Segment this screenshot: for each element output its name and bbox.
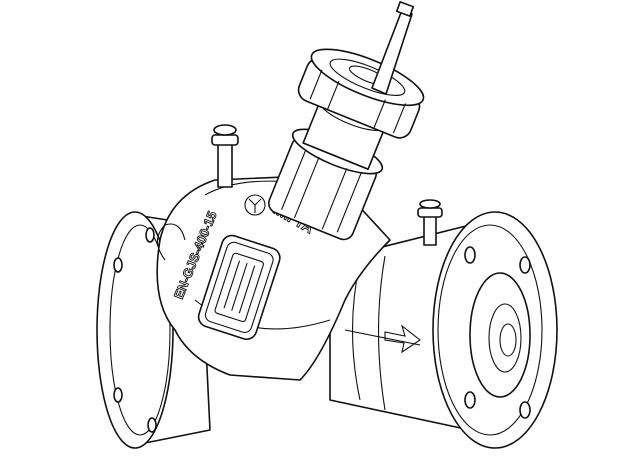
logo-icon (244, 194, 266, 216)
test-point-left (211, 124, 239, 188)
flow-arrow-icon (384, 324, 421, 354)
valve-stem (371, 1, 415, 95)
right-flange (432, 211, 558, 449)
test-point-right (417, 199, 443, 246)
bonnet (268, 48, 425, 241)
nameplate (197, 234, 281, 341)
